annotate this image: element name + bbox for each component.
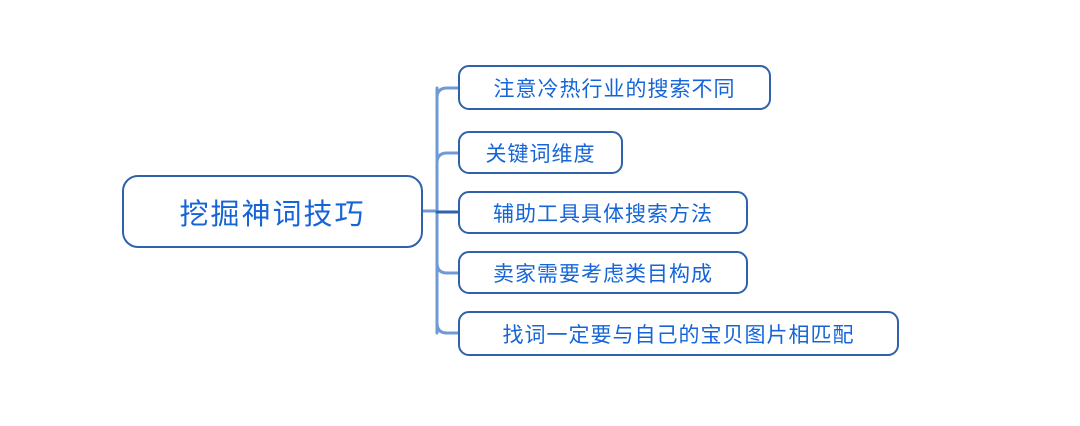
- mindmap-branch-node-4[interactable]: 卖家需要考虑类目构成: [458, 251, 748, 294]
- mindmap-branch-node-5[interactable]: 找词一定要与自己的宝贝图片相匹配: [458, 311, 899, 356]
- mindmap-branch-label-2: 关键词维度: [485, 142, 596, 166]
- mindmap-branch-label-5: 找词一定要与自己的宝贝图片相匹配: [502, 323, 855, 347]
- mindmap-root-label: 挖掘神词技巧: [179, 198, 366, 231]
- connector-branch-1: [435, 86, 460, 100]
- mindmap-branch-label-1: 注意冷热行业的搜索不同: [493, 77, 736, 101]
- connector-branch-4: [435, 261, 460, 275]
- connector-branch-5: [435, 321, 460, 335]
- mindmap-branch-node-2[interactable]: 关键词维度: [458, 131, 623, 174]
- connector-branch-2: [435, 151, 460, 165]
- mindmap-branch-node-3[interactable]: 辅助工具具体搜索方法: [458, 191, 748, 234]
- mindmap-root-node[interactable]: 挖掘神词技巧: [122, 175, 423, 248]
- mindmap-branch-label-3: 辅助工具具体搜索方法: [493, 202, 713, 226]
- mindmap-branch-node-1[interactable]: 注意冷热行业的搜索不同: [458, 65, 771, 110]
- mindmap-branch-label-4: 卖家需要考虑类目构成: [493, 262, 713, 286]
